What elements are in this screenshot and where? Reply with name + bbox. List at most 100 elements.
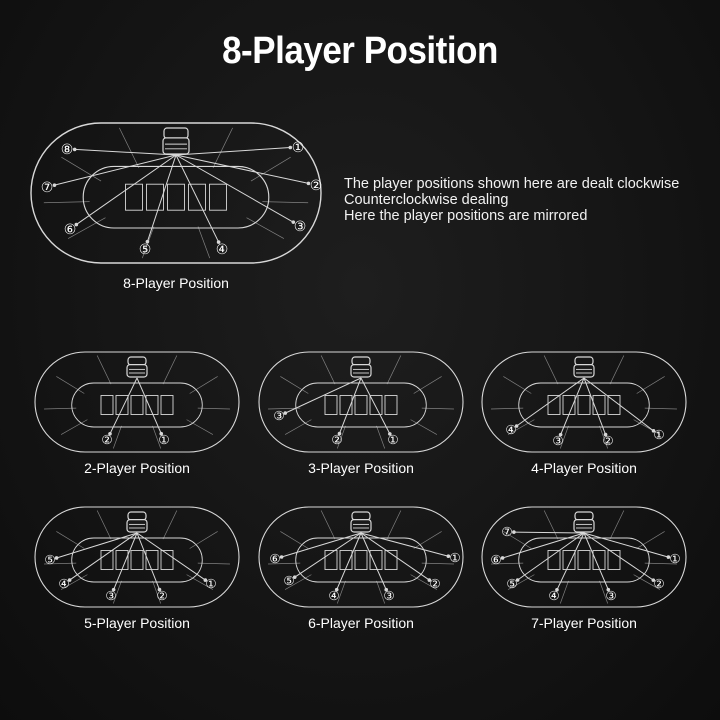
page-title: 8-Player Position xyxy=(222,30,498,72)
deal-arrow xyxy=(336,532,362,590)
community-card-slot xyxy=(354,550,368,570)
deal-arrow xyxy=(281,532,362,558)
seat-divider xyxy=(336,425,346,449)
seat-divider xyxy=(250,156,291,182)
seat-divider xyxy=(410,574,438,590)
seat-divider xyxy=(503,531,532,549)
seat-label: ① xyxy=(292,139,305,155)
seat-divider xyxy=(186,419,214,435)
seat-divider xyxy=(320,510,336,540)
arrow-head xyxy=(111,587,116,592)
deal-arrow xyxy=(54,154,177,186)
seat-label: ② xyxy=(101,433,112,447)
seat-label: ⑦ xyxy=(41,179,54,195)
seat-label: ⑥ xyxy=(269,552,280,566)
deal-arrow xyxy=(56,532,138,559)
seat-divider xyxy=(421,407,454,410)
seat-divider xyxy=(44,562,77,565)
community-card-slot xyxy=(145,395,159,415)
seat-divider xyxy=(119,127,140,169)
seat-divider xyxy=(60,419,88,435)
seat-label: ③ xyxy=(552,434,563,448)
seat-label: ③ xyxy=(273,409,284,423)
arrow-head xyxy=(651,578,656,582)
arrow-head xyxy=(515,578,520,582)
arrow-head xyxy=(446,554,451,559)
arrow-head xyxy=(216,240,221,244)
seat-divider xyxy=(186,574,214,590)
note-counterclockwise: Counterclockwise dealing xyxy=(344,192,509,208)
community-card-slot xyxy=(577,550,591,570)
arrow-head xyxy=(500,556,505,560)
table-caption: 2-Player Position xyxy=(84,460,190,476)
deal-arrow xyxy=(583,377,654,432)
dealer-shoe-icon xyxy=(573,511,595,533)
seat-divider xyxy=(320,355,336,385)
seat-divider xyxy=(197,407,230,410)
deal-arrow xyxy=(69,532,138,581)
seat-label: ⑤ xyxy=(139,241,152,257)
arrow-head xyxy=(292,575,297,579)
table-inner-line xyxy=(71,537,203,583)
dealer-shoe-icon xyxy=(126,356,148,378)
deal-arrow xyxy=(113,532,138,590)
seat-divider xyxy=(636,531,665,549)
arrow-head xyxy=(52,183,57,187)
arrow-head xyxy=(145,239,150,244)
community-card-slot xyxy=(607,395,621,415)
seat-divider xyxy=(599,425,609,449)
seat-divider xyxy=(44,407,77,410)
seat-divider xyxy=(633,574,661,590)
seat-label: ⑥ xyxy=(64,221,77,237)
table-caption: 8-Player Position xyxy=(123,275,229,291)
seat-label: ② xyxy=(653,577,664,591)
seat-label: ④ xyxy=(58,577,69,591)
arrow-head xyxy=(427,578,432,582)
note-mirrored: Here the player positions are mirrored xyxy=(344,208,588,224)
seat-label: ② xyxy=(331,433,342,447)
community-card-slot xyxy=(384,550,398,570)
seat-label: ⑤ xyxy=(506,577,517,591)
community-card-slot xyxy=(369,550,383,570)
arrow-head xyxy=(337,431,342,436)
seat-divider xyxy=(162,355,178,385)
deal-arrow xyxy=(516,377,585,427)
community-card-slot xyxy=(592,395,606,415)
seat-divider xyxy=(43,201,90,204)
community-card-slot xyxy=(188,183,206,211)
deal-arrow xyxy=(146,154,177,242)
deal-arrow xyxy=(360,532,387,590)
deal-arrow xyxy=(513,531,585,534)
seat-divider xyxy=(410,419,438,435)
deal-arrow xyxy=(175,154,220,243)
seat-divider xyxy=(189,531,218,549)
community-card-slot xyxy=(100,550,114,570)
seat-divider xyxy=(280,531,309,549)
community-card-slot xyxy=(547,550,561,570)
arrow-head xyxy=(384,587,389,592)
seat-divider xyxy=(112,580,122,604)
table-outer-rail xyxy=(34,351,240,453)
deal-arrow xyxy=(294,532,362,578)
deal-arrow xyxy=(175,154,294,223)
seat-divider xyxy=(280,376,309,394)
deal-arrow xyxy=(517,532,585,581)
table-outer-rail xyxy=(258,351,464,453)
seat-label: ① xyxy=(449,551,460,565)
deal-arrow xyxy=(285,377,362,414)
seat-divider xyxy=(189,376,218,394)
deal-arrow xyxy=(583,377,607,435)
deal-arrow xyxy=(175,147,291,156)
arrow-head xyxy=(283,411,288,415)
arrow-head xyxy=(603,432,608,437)
table-inner-line xyxy=(518,537,650,583)
table-inner-line xyxy=(295,537,427,583)
table-caption: 4-Player Position xyxy=(531,460,637,476)
seat-label: ⑦ xyxy=(501,525,512,539)
seat-divider xyxy=(559,425,569,449)
seat-divider xyxy=(491,407,524,410)
arrow-head xyxy=(108,432,112,436)
